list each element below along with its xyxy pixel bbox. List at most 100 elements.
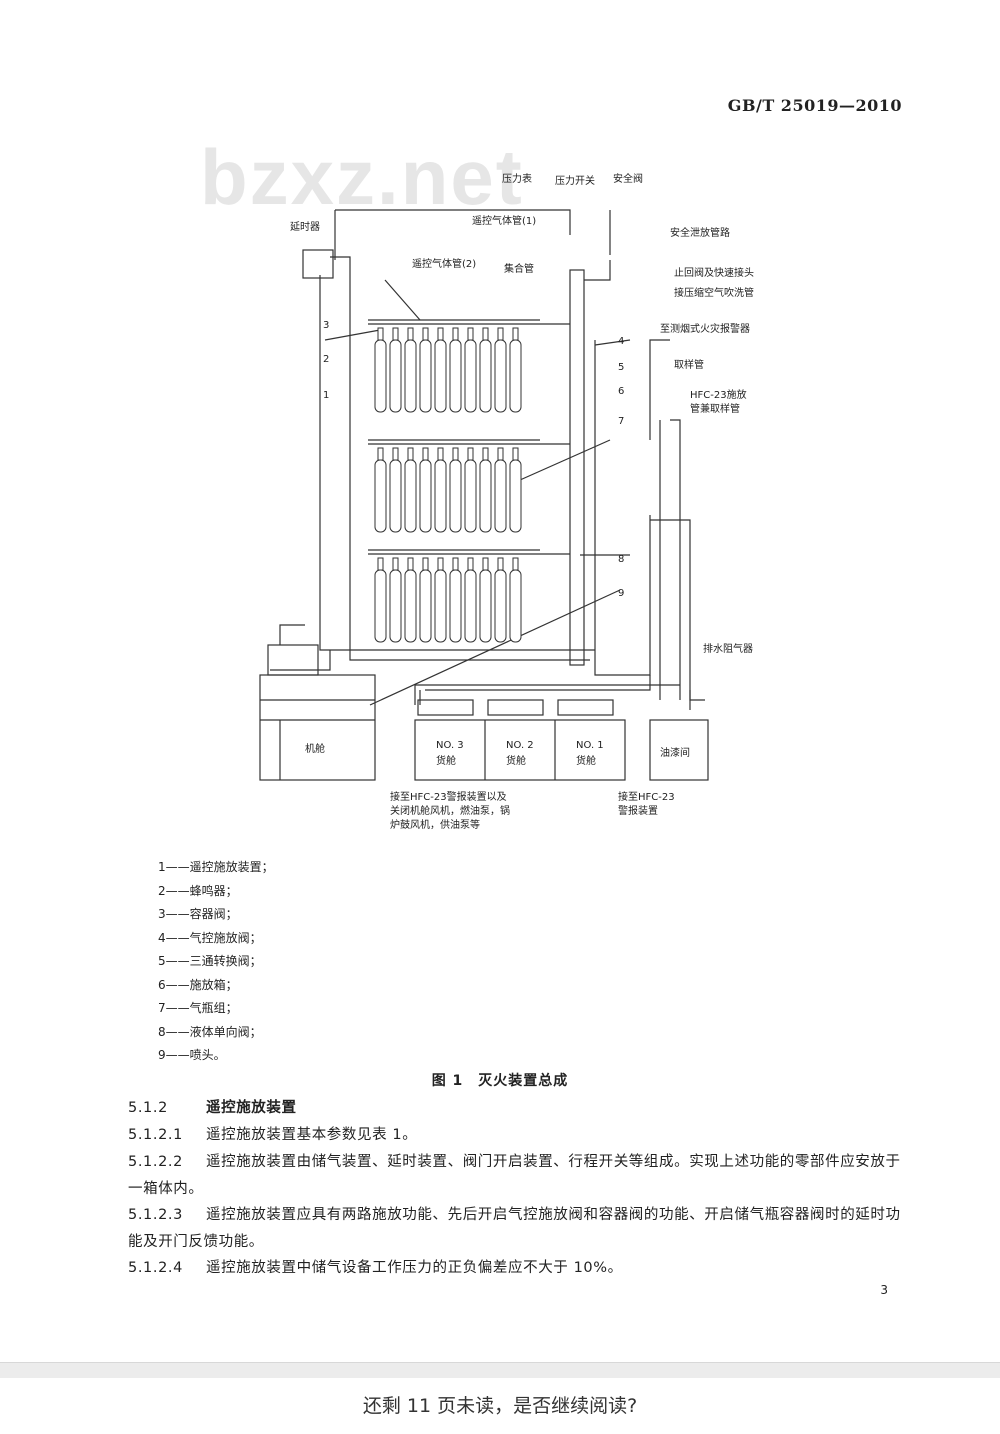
gas-cylinder — [464, 459, 477, 533]
section-title: 遥控施放装置 — [206, 1100, 297, 1116]
container-valve — [467, 327, 474, 341]
gas-cylinder — [509, 339, 522, 413]
note-left-2: 关闭机舱风机，燃油泵，锅 — [390, 804, 510, 817]
container-valve — [437, 447, 444, 461]
container-valve — [407, 447, 414, 461]
gas-cylinder — [434, 339, 447, 413]
container-valve — [512, 557, 519, 571]
num-8: 8 — [618, 554, 624, 565]
gas-cylinder — [389, 459, 402, 533]
note-left-3: 炉鼓风机，供油泵等 — [390, 818, 480, 831]
gas-cylinder — [404, 459, 417, 533]
label-safety-release: 安全泄放管路 — [670, 226, 730, 239]
num-7: 7 — [618, 416, 624, 427]
watermark: bzxz.net — [200, 133, 524, 221]
gas-cylinder — [449, 459, 462, 533]
label-delay: 延时器 — [290, 221, 320, 233]
label-cargo-2b: 货舱 — [506, 754, 526, 767]
container-valve — [512, 447, 519, 461]
note-left-1: 接至HFC-23警报装置以及 — [390, 790, 507, 803]
container-valve — [482, 557, 489, 571]
legend-item: 6——施放箱； — [158, 977, 238, 992]
clause-text: 遥控施放装置基本参数见表 1。 — [206, 1127, 418, 1143]
container-valve — [407, 327, 414, 341]
gas-cylinder — [509, 459, 522, 533]
gas-cylinder — [389, 339, 402, 413]
page-number: 3 — [880, 1283, 888, 1297]
gas-cylinder — [434, 459, 447, 533]
container-valve — [377, 557, 384, 571]
container-valve — [482, 327, 489, 341]
num-5: 5 — [618, 362, 624, 373]
fire-extinguishing-diagram: 压力表 压力开关 安全阀 遥控气体管(1) 延时器 遥控气体管(2) 集合管 安… — [259, 172, 754, 831]
legend-item: 1——遥控施放装置； — [158, 860, 274, 874]
note-right-2: 警报装置 — [618, 804, 658, 817]
legend-item: 8——液体单向阀； — [158, 1024, 262, 1039]
container-valve — [392, 447, 399, 461]
figure-legend: 1——遥控施放装置； 2——蜂鸣器； 3——容器阀； 4——气控施放阀； 5——… — [158, 856, 274, 1068]
gas-cylinder — [389, 569, 402, 643]
label-remote-pipe-2: 遥控气体管(2) — [412, 257, 476, 270]
gas-cylinder — [479, 459, 492, 533]
clause-number: 5.1.2.3 — [128, 1207, 183, 1223]
section-number: 5.1.2 — [128, 1100, 168, 1116]
gas-cylinder — [464, 569, 477, 643]
container-valve — [407, 557, 414, 571]
num-6: 6 — [618, 386, 624, 397]
container-valve — [377, 327, 384, 341]
container-valve — [422, 327, 429, 341]
label-safety-valve: 安全阀 — [613, 172, 643, 185]
gas-cylinder — [479, 569, 492, 643]
gas-cylinder — [494, 339, 507, 413]
legend-item: 9——喷头。 — [158, 1048, 226, 1062]
container-valve — [422, 557, 429, 571]
legend-item: 4——气控施放阀； — [158, 930, 262, 945]
label-cargo-2a: NO. 2 — [506, 740, 534, 751]
container-valve — [392, 327, 399, 341]
num-4: 4 — [618, 336, 624, 347]
clause-number: 5.1.2.1 — [128, 1127, 183, 1143]
gas-cylinder — [419, 569, 432, 643]
gas-cylinder — [434, 569, 447, 643]
container-valve — [452, 557, 459, 571]
container-valve — [497, 327, 504, 341]
gas-cylinder — [404, 569, 417, 643]
clause-text: 遥控施放装置中储气设备工作压力的正负偏差应不大于 10%。 — [206, 1260, 623, 1276]
gas-cylinder — [509, 569, 522, 643]
container-valve — [467, 447, 474, 461]
gas-cylinder — [494, 459, 507, 533]
gas-cylinder — [419, 339, 432, 413]
document-page: bzxz.net GB/T 25019—2010 — [128, 96, 908, 1297]
container-valve — [482, 447, 489, 461]
note-right-1: 接至HFC-23 — [618, 790, 675, 803]
container-valve — [467, 557, 474, 571]
label-pressure-gauge: 压力表 — [502, 172, 532, 185]
container-valve — [422, 447, 429, 461]
legend-item: 5——三通转换阀； — [158, 954, 262, 968]
gas-cylinder — [374, 339, 387, 413]
gas-cylinder — [419, 459, 432, 533]
container-valve — [512, 327, 519, 341]
section-heading: 5.1.2 遥控施放装置 — [128, 1095, 908, 1122]
container-valve — [497, 557, 504, 571]
gas-cylinder — [449, 569, 462, 643]
label-cargo-3a: NO. 3 — [436, 740, 464, 751]
figure-caption: 图 1 灭火装置总成 — [431, 1073, 569, 1089]
container-valve — [452, 327, 459, 341]
gas-cylinder — [479, 339, 492, 413]
label-pressure-switch: 压力开关 — [555, 174, 595, 187]
clause-number: 5.1.2.4 — [128, 1260, 183, 1276]
num-1: 1 — [323, 390, 329, 401]
clause-text: 遥控施放装置应具有两路施放功能、先后开启气控施放阀和容器阀的功能、开启储气瓶容器… — [128, 1207, 901, 1250]
paragraph: 5.1.2.4 遥控施放装置中储气设备工作压力的正负偏差应不大于 10%。 — [128, 1255, 908, 1282]
continue-reading-button[interactable]: 还剩 11 页未读，是否继续阅读? — [0, 1378, 1000, 1434]
gas-cylinder — [449, 339, 462, 413]
label-remote-pipe-1: 遥控气体管(1) — [472, 214, 536, 227]
legend-item: 3——容器阀； — [158, 907, 238, 921]
container-valve — [437, 327, 444, 341]
clause-number: 5.1.2.2 — [128, 1154, 183, 1170]
label-engine-room: 机舱 — [305, 742, 325, 755]
legend-item: 2——蜂鸣器； — [158, 883, 238, 898]
